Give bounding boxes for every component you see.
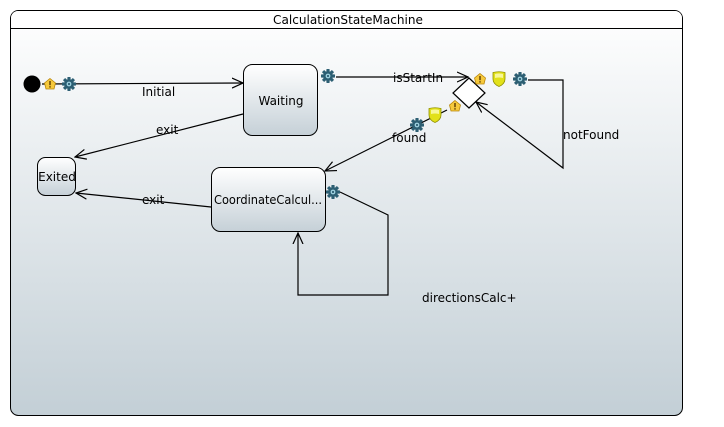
machine-title: CalculationStateMachine xyxy=(273,13,423,27)
initial-pseudostate[interactable] xyxy=(23,75,41,93)
label-exit-waiting: exit xyxy=(156,123,179,137)
label-directions-calc: directionsCalc+ xyxy=(422,291,517,305)
transition-found[interactable] xyxy=(325,109,448,171)
gear-icon[interactable] xyxy=(326,185,340,199)
state-coordinate-calculation[interactable]: CoordinateCalcul... xyxy=(211,167,326,232)
gear-icon[interactable] xyxy=(513,72,527,86)
label-not-found: notFound xyxy=(563,128,619,142)
label-initial: Initial xyxy=(142,85,175,99)
state-machine-region[interactable]: CalculationStateMachine xyxy=(10,10,683,416)
transition-exit-waiting[interactable] xyxy=(75,113,244,157)
state-exited-label: Exited xyxy=(38,170,76,184)
transition-not-found[interactable] xyxy=(476,79,564,170)
label-found: found xyxy=(392,131,426,145)
shield-icon[interactable] xyxy=(428,107,442,123)
state-waiting[interactable]: Waiting xyxy=(243,64,318,136)
label-exit-coordinate: exit xyxy=(142,193,165,207)
shield-icon[interactable] xyxy=(492,71,506,87)
transition-exit-coordinate[interactable] xyxy=(76,193,212,208)
choice-pseudostate[interactable] xyxy=(452,77,486,109)
transitions xyxy=(41,77,564,296)
gear-icon[interactable] xyxy=(410,118,424,132)
transition-directions-calc[interactable] xyxy=(298,191,389,296)
gear-icon[interactable] xyxy=(321,69,335,83)
state-coordinate-label: CoordinateCalcul... xyxy=(214,193,322,207)
gear-icon[interactable] xyxy=(62,77,76,91)
label-is-start-in: isStartIn xyxy=(393,71,443,85)
state-waiting-label: Waiting xyxy=(258,94,303,108)
state-exited[interactable]: Exited xyxy=(37,157,76,196)
